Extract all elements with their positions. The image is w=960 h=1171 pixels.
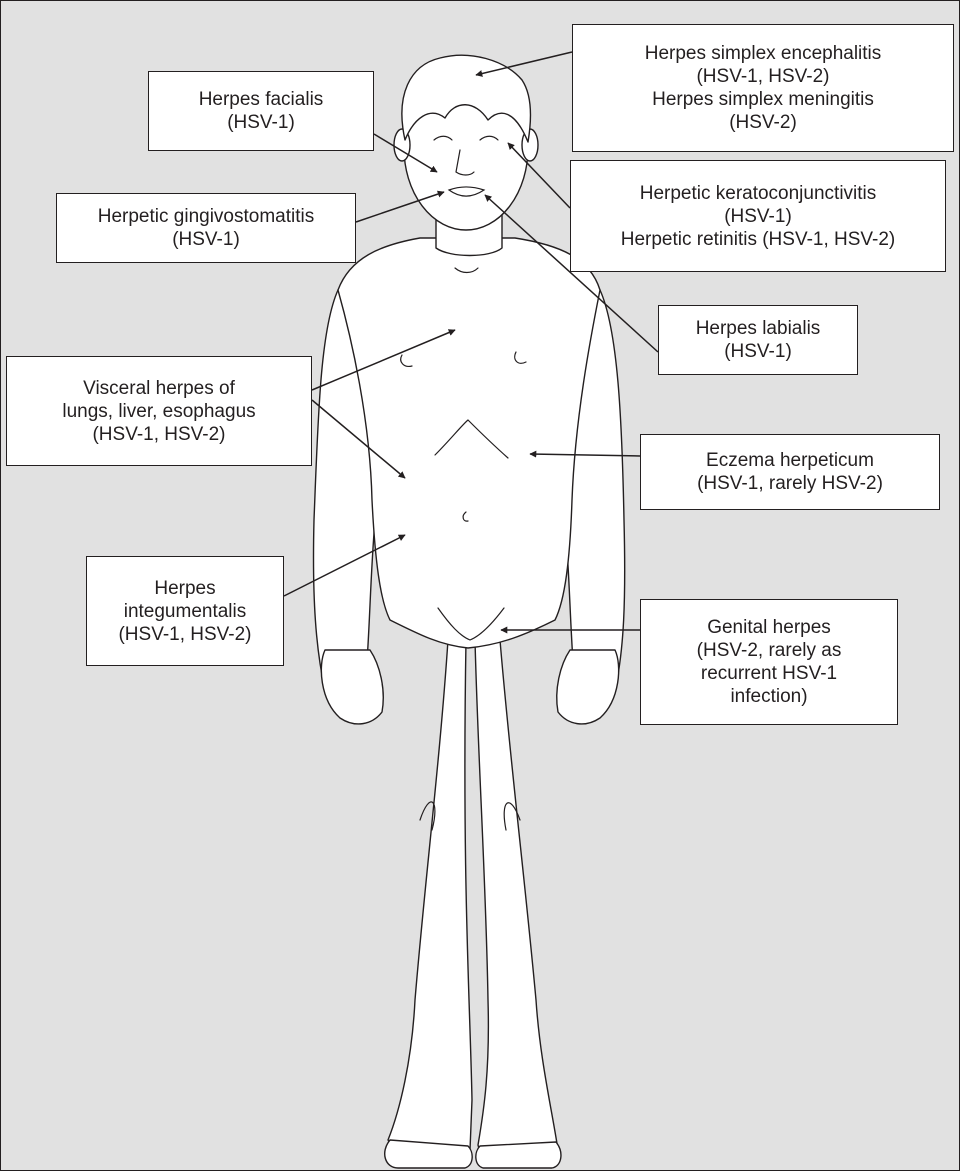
label-line: infection): [730, 685, 807, 708]
label-line: (HSV-2): [729, 111, 797, 134]
label-line: (HSV-1): [724, 340, 792, 363]
label-line: Eczema herpeticum: [706, 449, 874, 472]
label-line: Herpes: [154, 577, 215, 600]
label-line: (HSV-1, HSV-2): [696, 65, 829, 88]
label-herpes-simplex-encephalitis: Herpes simplex encephalitis (HSV-1, HSV-…: [572, 24, 954, 152]
label-herpes-integumentalis: Herpes integumentalis (HSV-1, HSV-2): [86, 556, 284, 666]
label-line: (HSV-1, rarely HSV-2): [697, 472, 883, 495]
label-herpes-facialis: Herpes facialis (HSV-1): [148, 71, 374, 151]
label-line: integumentalis: [124, 600, 247, 623]
label-line: Herpes facialis: [199, 88, 324, 111]
label-herpetic-gingivostomatitis: Herpetic gingivostomatitis (HSV-1): [56, 193, 356, 263]
label-line: Herpetic keratoconjunctivitis: [640, 182, 877, 205]
label-herpes-labialis: Herpes labialis (HSV-1): [658, 305, 858, 375]
label-line: (HSV-1, HSV-2): [118, 623, 251, 646]
label-line: lungs, liver, esophagus: [62, 400, 255, 423]
label-line: (HSV-1): [724, 205, 792, 228]
label-herpetic-keratoconjunctivitis: Herpetic keratoconjunctivitis (HSV-1) He…: [570, 160, 946, 272]
label-line: Herpetic gingivostomatitis: [98, 205, 314, 228]
label-line: Herpes labialis: [696, 317, 821, 340]
label-visceral-herpes: Visceral herpes of lungs, liver, esophag…: [6, 356, 312, 466]
label-line: recurrent HSV-1: [701, 662, 837, 685]
label-line: Herpes simplex meningitis: [652, 88, 874, 111]
label-genital-herpes: Genital herpes (HSV-2, rarely as recurre…: [640, 599, 898, 725]
label-line: (HSV-1, HSV-2): [92, 423, 225, 446]
label-line: (HSV-1): [227, 111, 295, 134]
label-line: Herpes simplex encephalitis: [645, 42, 882, 65]
label-line: Visceral herpes of: [83, 377, 235, 400]
label-line: Herpetic retinitis (HSV-1, HSV-2): [621, 228, 896, 251]
label-line: Genital herpes: [707, 616, 831, 639]
label-eczema-herpeticum: Eczema herpeticum (HSV-1, rarely HSV-2): [640, 434, 940, 510]
label-line: (HSV-1): [172, 228, 240, 251]
label-line: (HSV-2, rarely as: [697, 639, 842, 662]
